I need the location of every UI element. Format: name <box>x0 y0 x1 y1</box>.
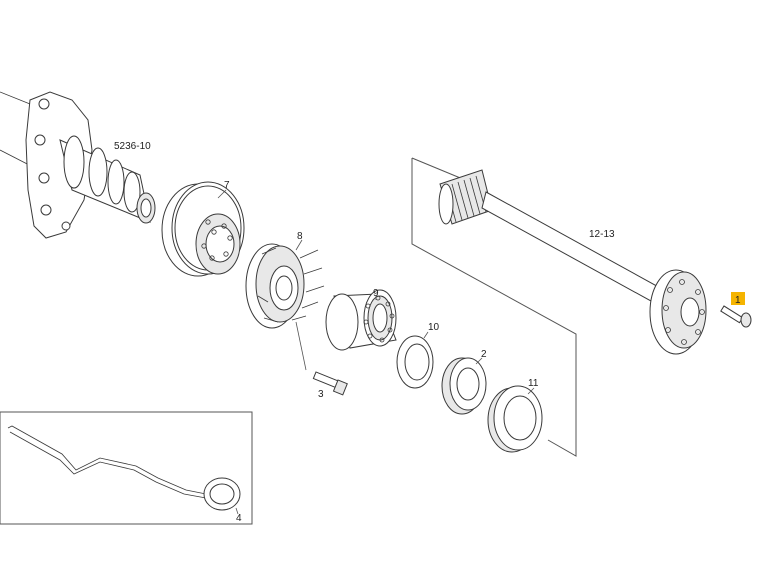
brake-disc[interactable] <box>161 181 245 277</box>
wheel-stud[interactable] <box>312 371 348 396</box>
label-disc: 7 <box>224 180 230 191</box>
label-hub: 8 <box>297 231 303 242</box>
label-axle-shaft: 12-13 <box>589 229 615 240</box>
label-knuckle: 5236-10 <box>114 141 151 152</box>
label-seal: 11 <box>528 378 539 389</box>
label-washer: 10 <box>428 322 440 333</box>
axle-shaft-frame <box>411 158 577 457</box>
axle-shaft[interactable] <box>438 169 707 355</box>
highlight-marker <box>731 292 745 305</box>
flange-bolt[interactable] <box>720 305 752 328</box>
label-bolt-small: 1 <box>735 295 741 306</box>
axle-nut[interactable] <box>441 357 487 415</box>
label-stud: 3 <box>318 389 324 400</box>
hub-bearing[interactable] <box>325 289 397 351</box>
label-bearing: 9 <box>373 288 379 299</box>
wheel-hub[interactable] <box>245 239 325 371</box>
abs-sensor-cable[interactable] <box>7 425 241 515</box>
oil-seal[interactable] <box>487 385 543 453</box>
steering-knuckle[interactable] <box>0 91 156 239</box>
label-sensor: 4 <box>236 513 242 524</box>
label-nut: 2 <box>481 349 487 360</box>
thrust-washer[interactable] <box>396 331 434 389</box>
sensor-frame <box>0 411 253 525</box>
